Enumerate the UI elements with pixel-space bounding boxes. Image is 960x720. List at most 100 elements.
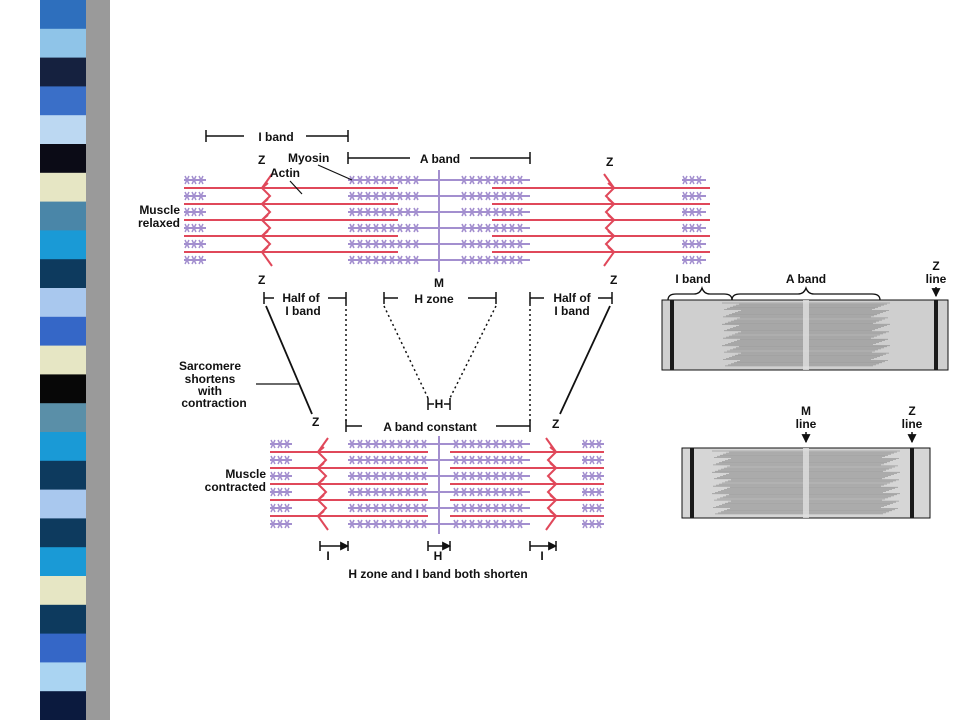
myosin-head [469, 519, 475, 529]
h-zone-bracket [383, 292, 497, 304]
z-disc-segment [261, 235, 272, 253]
myosin-head [453, 439, 459, 449]
myosin-head [477, 255, 483, 265]
sidebar-white-margin [0, 0, 40, 720]
myosin-head [184, 207, 190, 217]
myosin-head [696, 255, 702, 265]
myosin-head [381, 519, 387, 529]
myosin-head [389, 255, 395, 265]
myosin-pointer [317, 164, 353, 181]
z-disc-segment [317, 437, 329, 453]
myosin-head [284, 487, 290, 497]
myosin-head [477, 471, 483, 481]
myosin-head [198, 191, 204, 201]
myosin-head [373, 191, 379, 201]
myosin-head [596, 487, 602, 497]
myosin-head [477, 439, 483, 449]
z-disc-segment [546, 467, 557, 485]
myosin-head [596, 455, 602, 465]
myosin-head [461, 175, 467, 185]
sidebar-decoration [0, 0, 110, 720]
myosin-head [373, 487, 379, 497]
muscle-contracted-label-2: contracted [205, 480, 266, 494]
actin-pointer [289, 180, 303, 195]
myosin-head [277, 455, 283, 465]
myosin-head [405, 207, 411, 217]
myosin-head [501, 223, 507, 233]
z-label-contracted-left: Z [312, 415, 319, 429]
myosin-head [413, 439, 419, 449]
myosin-head [696, 239, 702, 249]
myosin-head [191, 207, 197, 217]
z-disc-segment [261, 251, 273, 267]
myosin-head [389, 503, 395, 513]
h-small-bracket [427, 398, 451, 410]
myosin-head [461, 487, 467, 497]
myosin-head [191, 255, 197, 265]
myosin-head [381, 255, 387, 265]
myosin-head [469, 471, 475, 481]
myosin-head [357, 255, 363, 265]
myosin-head [469, 503, 475, 513]
micrograph-i-band-brace [667, 285, 733, 301]
myosin-head [493, 487, 499, 497]
myosin-head [509, 239, 515, 249]
myosin-head [357, 439, 363, 449]
myosin-head [389, 175, 395, 185]
myosin-head [453, 519, 459, 529]
i-band-bracket [205, 130, 349, 142]
myosin-head [191, 175, 197, 185]
a-band-constant-bracket [345, 420, 531, 432]
micrograph-z-line [690, 448, 694, 518]
myosin-head [477, 455, 483, 465]
z-disc-segment [261, 187, 272, 205]
myosin-head [373, 439, 379, 449]
z-disc-segment [604, 219, 615, 237]
myosin-head [689, 191, 695, 201]
myosin-head [405, 519, 411, 529]
myosin-head [517, 503, 523, 513]
sarcomere-label-4: contraction [181, 396, 246, 410]
myosin-head [357, 223, 363, 233]
z-disc-segment [603, 251, 615, 267]
myosin-head [270, 439, 276, 449]
myosin-head [413, 519, 419, 529]
z-disc-segment [545, 515, 557, 531]
myosin-head [696, 191, 702, 201]
myosin-head [509, 503, 515, 513]
z-disc-segment [546, 451, 557, 469]
myosin-head [198, 175, 204, 185]
myosin-head [349, 455, 355, 465]
myosin-head [270, 487, 276, 497]
myosin-head [493, 191, 499, 201]
myosin-head [184, 191, 190, 201]
myosin-head [493, 239, 499, 249]
micrograph-z-label-2: line [926, 272, 947, 286]
z-disc-segment [261, 203, 272, 221]
myosin-head [517, 223, 523, 233]
sidebar-edge [86, 0, 110, 720]
myosin-head [373, 239, 379, 249]
myosin-head [184, 239, 190, 249]
relaxed-actin-filaments [184, 173, 710, 267]
myosin-head [421, 519, 427, 529]
myosin-head [405, 455, 411, 465]
myosin-head [357, 471, 363, 481]
myosin-head [184, 223, 190, 233]
myosin-head [453, 503, 459, 513]
z-label-relaxed-left-bottom: Z [258, 273, 265, 287]
myosin-head [461, 519, 467, 529]
myosin-head [397, 503, 403, 513]
myosin-head [397, 471, 403, 481]
myosin-head [284, 519, 290, 529]
myosin-head [589, 503, 595, 513]
myosin-head [477, 191, 483, 201]
myosin-head [582, 503, 588, 513]
myosin-head [485, 207, 491, 217]
myosin-head [477, 503, 483, 513]
micrograph-contracted-texture [690, 448, 914, 518]
z-label-relaxed-right-bottom: Z [610, 273, 617, 287]
z-disc-segment [261, 173, 273, 189]
myosin-head [405, 239, 411, 249]
myosin-head [461, 239, 467, 249]
